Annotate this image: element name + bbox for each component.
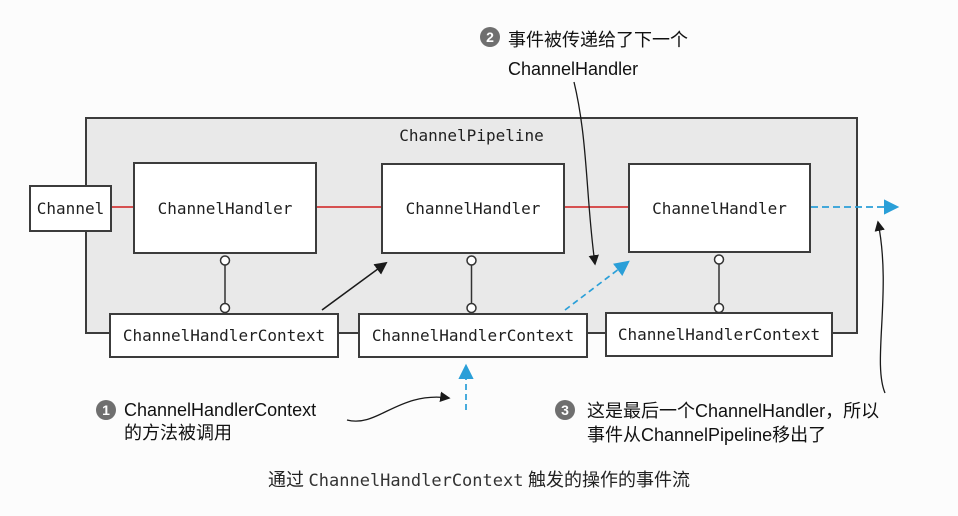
- channel-handler-label-1: ChannelHandler: [157, 198, 293, 218]
- callout-2-number-badge: 2: [480, 27, 500, 47]
- callout-1-line2: 的方法被调用: [124, 423, 232, 443]
- callout-1: 1 ChannelHandlerContext 的方法被调用: [96, 399, 317, 445]
- channel-handler-label-2: ChannelHandler: [405, 199, 541, 218]
- callout-1-line1: ChannelHandlerContext: [124, 400, 317, 420]
- callout-3-line2: 事件从ChannelPipeline移出了: [587, 425, 827, 445]
- callout1-pointer-curve: [346, 391, 451, 422]
- caption-code: ChannelHandlerContext: [308, 471, 524, 491]
- channel-handler-box-2: ChannelHandler: [381, 163, 565, 254]
- channel-handler-context-label-3: ChannelHandlerContext: [617, 325, 821, 344]
- channel-handler-context-label-2: ChannelHandlerContext: [371, 326, 575, 345]
- figure-caption: 通过 ChannelHandlerContext 触发的操作的事件流: [0, 466, 958, 492]
- callout-2-line2: ChannelHandler: [508, 59, 639, 79]
- callout-3-line1: 这是最后一个ChannelHandler，所以: [587, 401, 880, 421]
- channel-handler-box-3: ChannelHandler: [628, 163, 811, 253]
- channel-handler-label-3: ChannelHandler: [652, 198, 787, 218]
- channel-handler-context-label-1: ChannelHandlerContext: [122, 326, 326, 345]
- callout-2: 2 事件被传递给了下一个 ChannelHandler: [480, 26, 688, 84]
- callout-3: 3 这是最后一个ChannelHandler，所以 事件从ChannelPipe…: [555, 399, 880, 447]
- channel-handler-box-1: ChannelHandler: [133, 162, 317, 254]
- callout-3-number-badge: 3: [555, 400, 575, 420]
- channel-label: Channel: [36, 199, 105, 218]
- callout-1-number-badge: 1: [96, 400, 116, 420]
- callout-2-line1: 事件被传递给了下一个: [508, 30, 688, 50]
- caption-suffix: 触发的操作的事件流: [523, 470, 690, 490]
- channel-handler-context-box-1: ChannelHandlerContext: [109, 313, 339, 358]
- channel-handler-context-box-2: ChannelHandlerContext: [358, 313, 588, 358]
- caption-prefix: 通过: [268, 470, 309, 490]
- channel-pipeline-label: ChannelPipeline: [399, 126, 544, 145]
- channel-box: Channel: [29, 185, 112, 232]
- callout3-pointer-curve: [874, 220, 886, 394]
- channel-handler-context-box-3: ChannelHandlerContext: [605, 312, 833, 357]
